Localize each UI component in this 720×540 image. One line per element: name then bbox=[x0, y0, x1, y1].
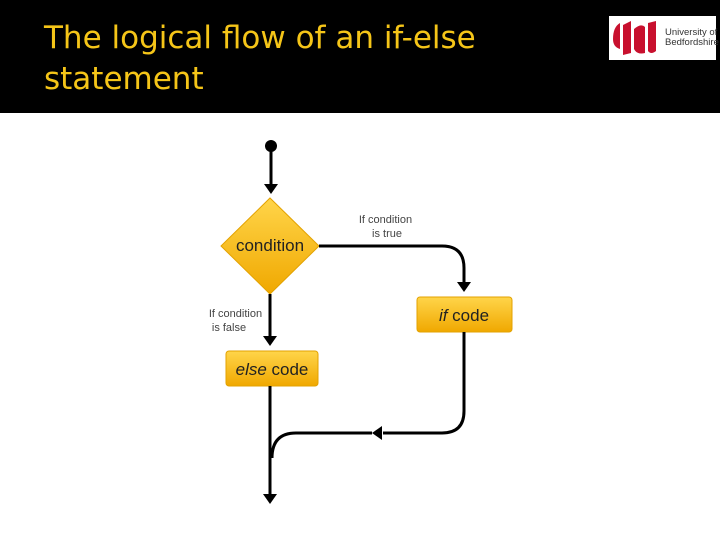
entry-arrowhead bbox=[264, 184, 278, 194]
false-label-line-2: is false bbox=[212, 322, 246, 334]
if-else-flow-diagram: condition If condition is true if code I… bbox=[209, 140, 513, 504]
exit-arrowhead bbox=[263, 494, 277, 504]
slide-title: The logical flow of an if-else statement bbox=[44, 18, 584, 100]
true-label-line-2: is true bbox=[372, 228, 402, 240]
true-label-line-1: If condition bbox=[359, 214, 412, 226]
logo-text-line-1: University of bbox=[665, 27, 718, 38]
condition-label: condition bbox=[236, 236, 304, 255]
if-code-keyword: if bbox=[439, 306, 450, 325]
university-logo-mark bbox=[613, 21, 656, 55]
false-branch-label: If condition is false bbox=[209, 308, 265, 334]
true-branch-line bbox=[319, 244, 466, 282]
slide-title-line-1: The logical flow of an if-else bbox=[44, 20, 476, 56]
false-branch-arrowhead bbox=[263, 336, 277, 346]
true-branch-arrowhead bbox=[457, 282, 471, 292]
logo-text-line-2: Bedfordshire bbox=[665, 37, 719, 48]
if-return-line bbox=[383, 332, 466, 435]
else-code-label: else code bbox=[236, 360, 309, 379]
if-code-label: if code bbox=[439, 306, 489, 325]
university-logo-text: University of Bedfordshire bbox=[665, 28, 719, 48]
else-code-box bbox=[225, 350, 319, 387]
else-code-rest: code bbox=[267, 360, 309, 379]
slide-title-line-2: statement bbox=[44, 61, 204, 97]
true-branch-label: If condition is true bbox=[359, 214, 415, 240]
if-code-rest: code bbox=[447, 306, 489, 325]
slide-header: The logical flow of an if-else statement… bbox=[0, 0, 720, 113]
if-return-arrowhead bbox=[372, 426, 382, 440]
false-label-line-1: If condition bbox=[209, 308, 262, 320]
merge-curve bbox=[270, 431, 372, 459]
university-logo: University of Bedfordshire bbox=[609, 16, 719, 60]
else-code-keyword: else bbox=[236, 360, 267, 379]
